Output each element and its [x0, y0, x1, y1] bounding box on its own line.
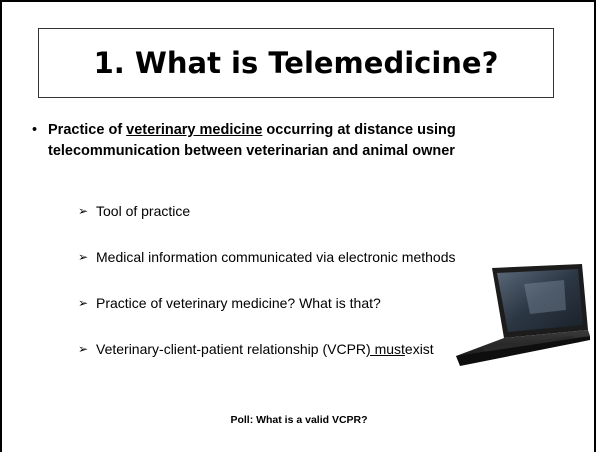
- sub-item-text-underlined: ) must: [366, 341, 405, 357]
- main-bullet: • Practice of veterinary medicine occurr…: [32, 120, 572, 162]
- main-bullet-underlined: veterinary medicine: [126, 122, 263, 138]
- sub-item-text-before: Veterinary-client-patient relationship (…: [96, 341, 367, 357]
- sub-item-vcpr: ➢ Veterinary-client-patient relationship…: [78, 340, 434, 358]
- poll-text: Poll: What is a valid VCPR?: [230, 414, 368, 426]
- main-bullet-text: Practice of veterinary medicine occurrin…: [48, 120, 572, 162]
- laptop-edge: [456, 336, 590, 366]
- arrow-bullet-icon: ➢: [78, 250, 89, 264]
- title-box: 1. What is Telemedicine?: [38, 28, 554, 98]
- laptop-icon: [456, 264, 590, 366]
- sub-item-medical-info: ➢ Medical information communicated via e…: [78, 248, 456, 266]
- arrow-bullet-icon: ➢: [78, 342, 89, 356]
- screen-glare: [524, 280, 566, 314]
- sub-item-text: Medical information communicated via ele…: [96, 249, 456, 265]
- bullet-marker: •: [32, 122, 38, 138]
- main-bullet-prefix: Practice of: [48, 122, 127, 138]
- sub-item-practice: ➢ Practice of veterinary medicine? What …: [78, 294, 381, 312]
- slide-title: 1. What is Telemedicine?: [93, 46, 499, 80]
- arrow-bullet-icon: ➢: [78, 296, 89, 310]
- sub-item-tool: ➢ Tool of practice: [78, 202, 190, 220]
- arrow-bullet-icon: ➢: [78, 204, 89, 218]
- laptop-screen: [497, 269, 583, 332]
- main-bullet-suffix: occurring at distance using telecommunic…: [48, 122, 456, 159]
- sub-item-text: Practice of veterinary medicine? What is…: [96, 295, 381, 311]
- sub-item-text: Tool of practice: [96, 203, 191, 219]
- sub-item-text-after: exist: [404, 341, 434, 357]
